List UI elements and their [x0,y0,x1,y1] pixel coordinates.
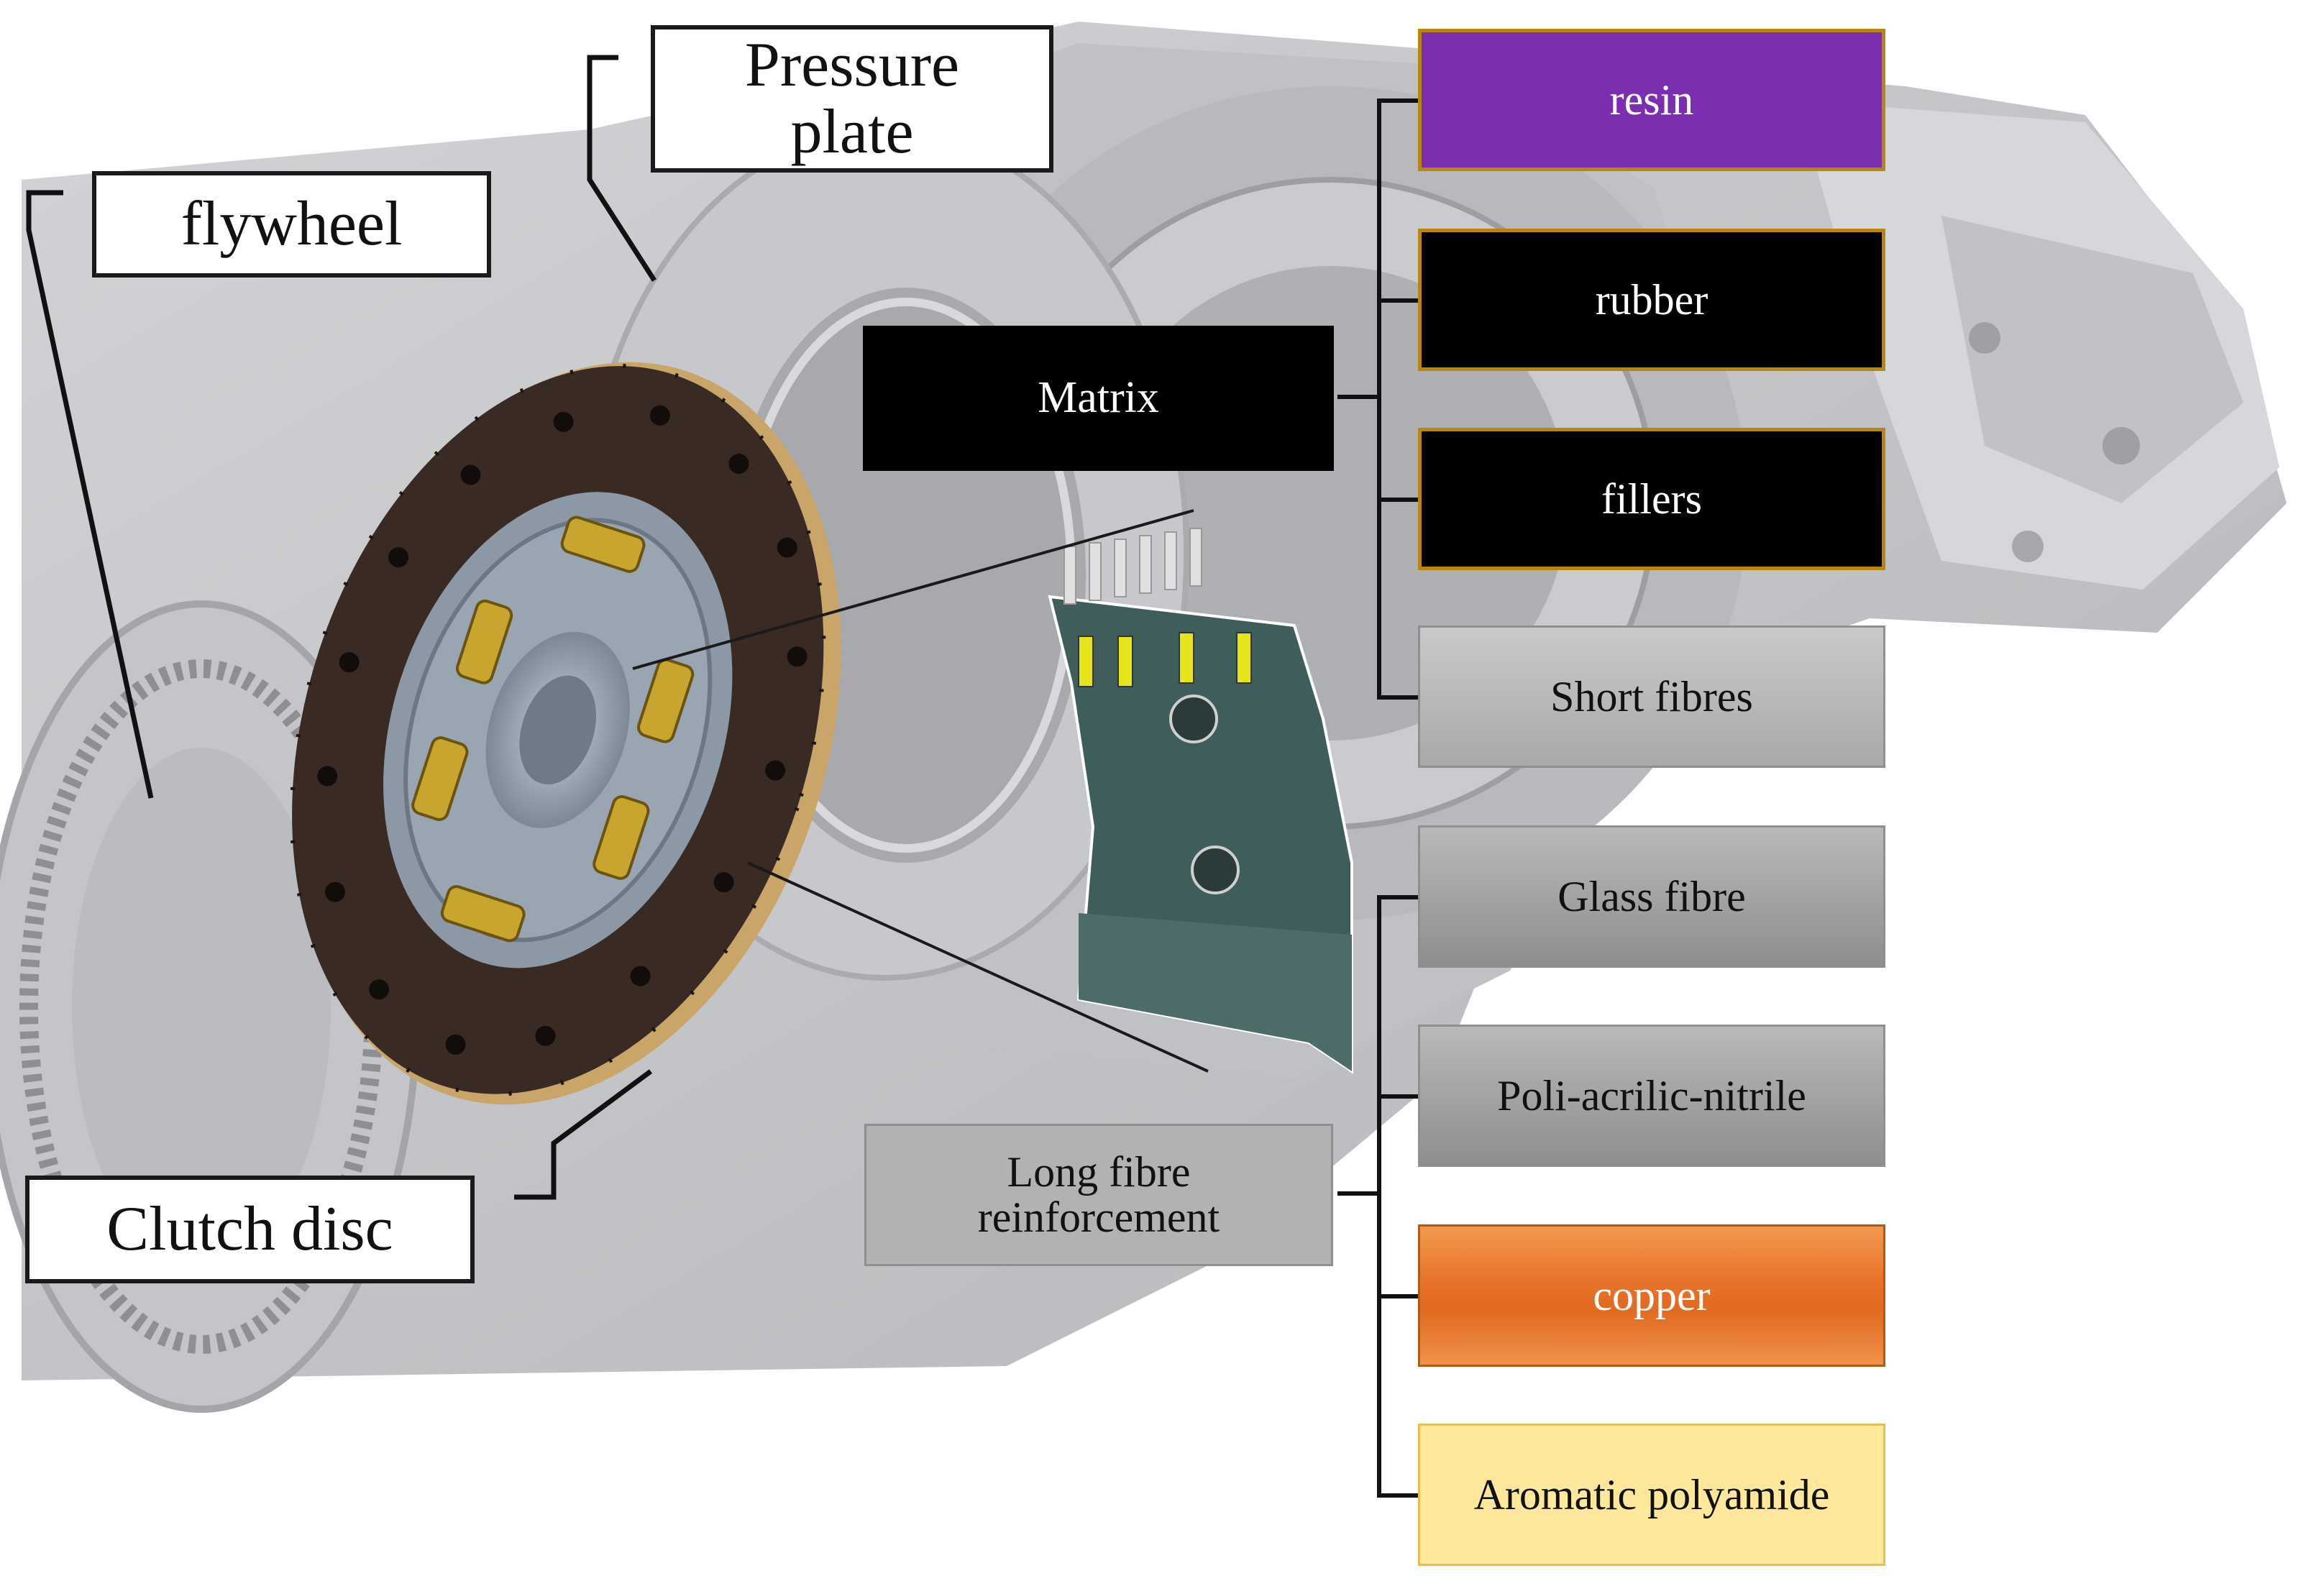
rubber-text: rubber [1595,275,1708,324]
aromatic-polyamide-box: Aromatic polyamide [1418,1424,1885,1566]
pressure-plate-label: Pressure plate [651,25,1053,173]
glass-fibre-box: Glass fibre [1418,825,1885,968]
short-fibres-text: Short fibres [1550,672,1753,720]
flywheel-label: flywheel [92,171,491,278]
matrix-category-text: Matrix [1038,373,1159,423]
aromatic-polyamide-text: Aromatic polyamide [1473,1470,1830,1518]
fillers-box: fillers [1418,428,1885,570]
poli-acrilic-nitrile-text: Poli-acrilic-nitrile [1497,1071,1806,1119]
copper-text: copper [1593,1271,1711,1319]
matrix-category-box: Matrix [863,326,1334,471]
resin-text: resin [1609,75,1694,124]
flywheel-label-text: flywheel [180,188,403,259]
fillers-text: fillers [1601,475,1702,523]
rubber-box: rubber [1418,229,1885,371]
poli-acrilic-nitrile-box: Poli-acrilic-nitrile [1418,1025,1885,1167]
clutch-disc-label-text: Clutch disc [106,1194,393,1264]
long-fibre-category-box: Long fibre reinforcement [864,1124,1333,1266]
clutch-disc-drawing [290,362,841,1105]
copper-box: copper [1418,1224,1885,1367]
glass-fibre-text: Glass fibre [1557,872,1746,920]
clutch-disc-label: Clutch disc [25,1176,475,1283]
detail-zoom-lines [632,509,1209,1073]
long-fibre-category-text: Long fibre reinforcement [977,1148,1220,1241]
short-fibres-box: Short fibres [1418,626,1885,768]
tree-connectors [1337,98,1418,1498]
pressure-plate-label-text: Pressure plate [744,30,960,167]
friction-lining-sector [1048,528,1353,1074]
resin-box: resin [1418,29,1885,171]
callout-leaders [26,55,657,1200]
